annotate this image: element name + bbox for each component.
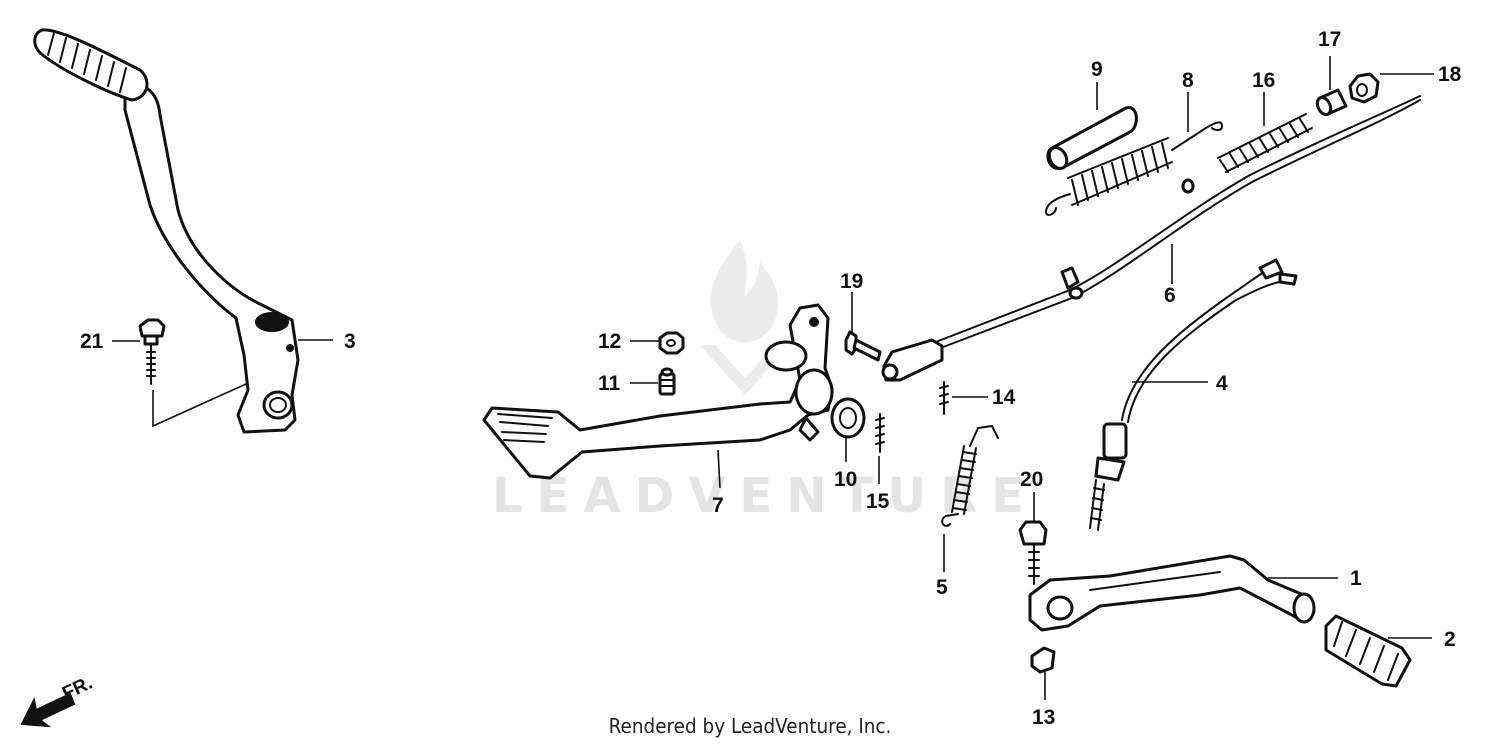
callout-1: 1 [1350, 567, 1362, 590]
callout-3: 3 [344, 330, 356, 353]
spring-5[interactable] [941, 424, 999, 527]
callout-15: 15 [866, 490, 890, 513]
plug-13[interactable] [1030, 646, 1056, 674]
bolt-11[interactable] [658, 367, 676, 396]
callout-14: 14 [992, 386, 1016, 409]
bolt-21[interactable] [138, 318, 166, 385]
spring-8[interactable] [1044, 121, 1224, 216]
callout-19: 19 [840, 270, 863, 293]
callout-2: 2 [1444, 628, 1456, 651]
callout-10: 10 [834, 468, 857, 491]
callout-5: 5 [936, 576, 948, 599]
callout-4: 4 [1216, 372, 1228, 395]
seal-10[interactable] [830, 397, 866, 439]
watermark-text: LEADVENTURE [492, 468, 1038, 524]
footer-credit: Rendered by LeadVenture, Inc. [608, 714, 892, 738]
nut-12[interactable] [658, 331, 685, 355]
callout-20: 20 [1020, 468, 1043, 491]
nut-18[interactable] [1348, 72, 1380, 104]
front-arrow-icon [20, 692, 76, 728]
callout-21: 21 [80, 330, 104, 353]
rubber-peg-2[interactable] [1324, 614, 1412, 688]
callout-8: 8 [1182, 69, 1194, 92]
callout-17: 17 [1318, 28, 1341, 51]
brake-pedal[interactable] [482, 303, 834, 480]
bolt-20[interactable] [1018, 520, 1048, 585]
callout-6: 6 [1164, 284, 1176, 307]
bolt-19[interactable] [844, 330, 882, 362]
kick-starter-arm[interactable] [33, 28, 300, 434]
callout-9: 9 [1091, 58, 1103, 81]
pin-15[interactable] [875, 413, 885, 453]
shift-arm-1[interactable] [1028, 554, 1316, 632]
spring-16[interactable] [1217, 113, 1313, 173]
callout-16: 16 [1252, 69, 1275, 92]
callout-7: 7 [712, 494, 724, 517]
callout-11: 11 [598, 372, 621, 395]
stop-switch-4[interactable] [1089, 258, 1298, 531]
sleeve-9[interactable] [1046, 106, 1138, 172]
callout-12: 12 [598, 330, 621, 353]
callout-13: 13 [1032, 706, 1055, 729]
pin-14[interactable] [939, 381, 949, 415]
callout-18: 18 [1438, 63, 1462, 86]
collar-17[interactable] [1315, 88, 1348, 117]
watermark: LEADVENTURE [492, 240, 1038, 524]
brake-rod-6[interactable] [881, 95, 1421, 382]
